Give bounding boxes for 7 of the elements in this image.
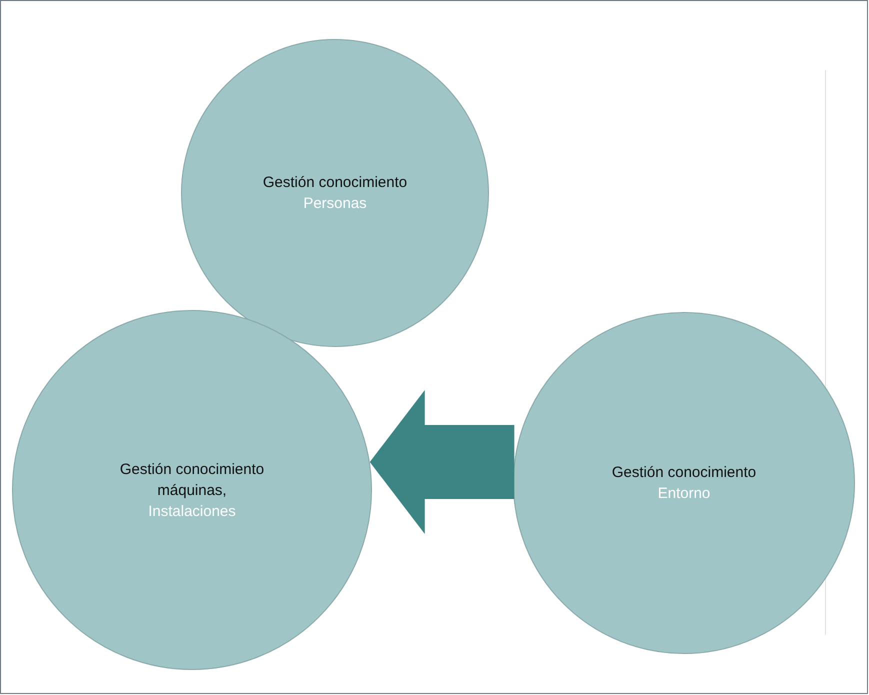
block-arrow (370, 390, 514, 534)
node-title: Gestión conocimiento (612, 463, 756, 483)
node-subtitle: Instalaciones (148, 502, 236, 522)
node-subtitle: Personas (303, 194, 367, 214)
node-title: Gestión conocimiento máquinas, (118, 460, 266, 500)
node-subtitle: Entorno (658, 484, 710, 504)
node-title: Gestión conocimiento (262, 173, 408, 193)
